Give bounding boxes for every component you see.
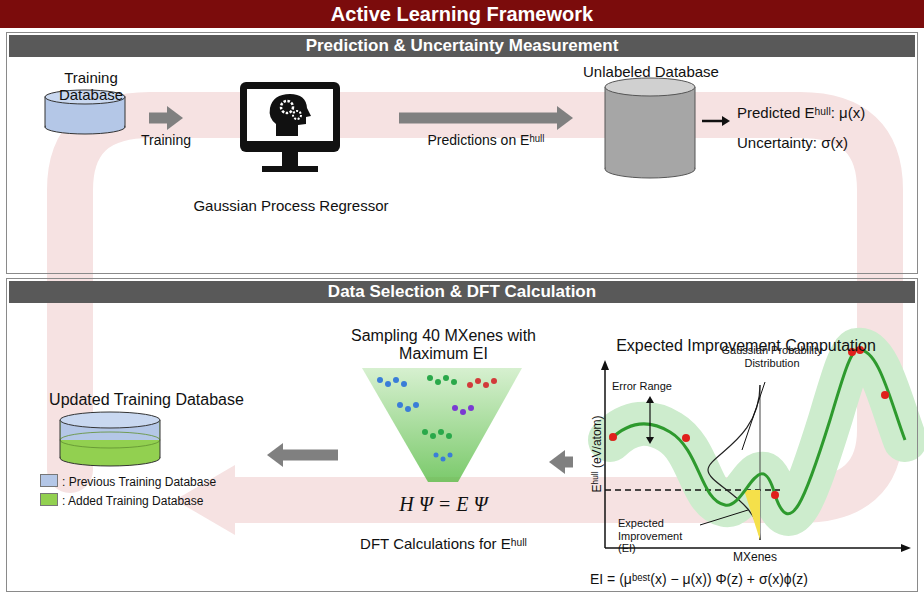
- legend-text: : Previous Training Database: [62, 475, 216, 489]
- process-box: Unlabeled Database: [576, 63, 726, 178]
- flow-arrow: [399, 106, 573, 130]
- sampling-heading: Sampling 40 MXenes with Maximum EI: [341, 327, 546, 364]
- flow-arrow: [267, 443, 338, 467]
- db-label: Training Database: [36, 69, 146, 104]
- legend-row: : Previous Training Database: [40, 474, 216, 489]
- process-box: Sampling 40 MXenes with Maximum EI H Ψ = …: [341, 323, 546, 585]
- loop-arrow: [70, 115, 880, 500]
- edge-label: Training: [141, 132, 191, 148]
- db-label: Unlabeled Database: [576, 63, 726, 80]
- legend-swatch: [40, 493, 58, 506]
- axis-label: MXenes: [725, 551, 785, 565]
- process-box: Updated Training Database: [29, 391, 264, 481]
- panel-heading: Prediction & Uncertainty Measurement: [9, 35, 915, 57]
- formula: EI = (μᵇᵉˢᵗ(x) − μ(x)) Φ(z) + σ(x)ϕ(z): [590, 571, 910, 587]
- process-box: Training Database: [36, 69, 146, 139]
- panel-band: Data Selection & DFT CalculationExpected…: [6, 278, 918, 592]
- unlabeled-cylinder: [605, 78, 695, 178]
- legend-row: : Added Training Database: [40, 493, 203, 508]
- flow-arrow: [549, 450, 573, 474]
- annotation: Gaussian Probability Distribution: [716, 344, 828, 369]
- panel-band: Prediction & Uncertainty MeasurementTrai…: [6, 32, 918, 274]
- model-label: Gaussian Process Regressor: [186, 197, 396, 214]
- output-label: Predicted Eʰᵘˡˡ: μ(x): [737, 104, 917, 121]
- dft-label: DFT Calculations for Eʰᵘˡˡ: [341, 535, 546, 552]
- output-label: Uncertainty: σ(x): [737, 134, 917, 151]
- process-box: Gaussian Process Regressor: [186, 79, 396, 219]
- computer-icon: [240, 82, 340, 172]
- legend-swatch: [40, 474, 58, 487]
- db-label: Updated Training Database: [29, 391, 264, 409]
- legend-text: : Added Training Database: [62, 494, 203, 508]
- annotation: Error Range: [612, 380, 702, 393]
- equation: H Ψ = E Ψ: [341, 493, 546, 516]
- panel-heading: Data Selection & DFT Calculation: [9, 281, 915, 303]
- flow-arrow: [149, 106, 183, 130]
- title-bar: Active Learning Framework: [0, 0, 924, 28]
- annotation: Expected Improvement (EI): [618, 517, 700, 555]
- edge-label: Predictions on Eʰᵘˡˡ: [427, 132, 544, 148]
- updated-cylinder: [60, 412, 160, 466]
- output-arrow: [702, 116, 730, 126]
- funnel-illustration: [362, 368, 522, 482]
- axis-label: Eʰᵘˡˡ (eV/atom): [591, 404, 605, 504]
